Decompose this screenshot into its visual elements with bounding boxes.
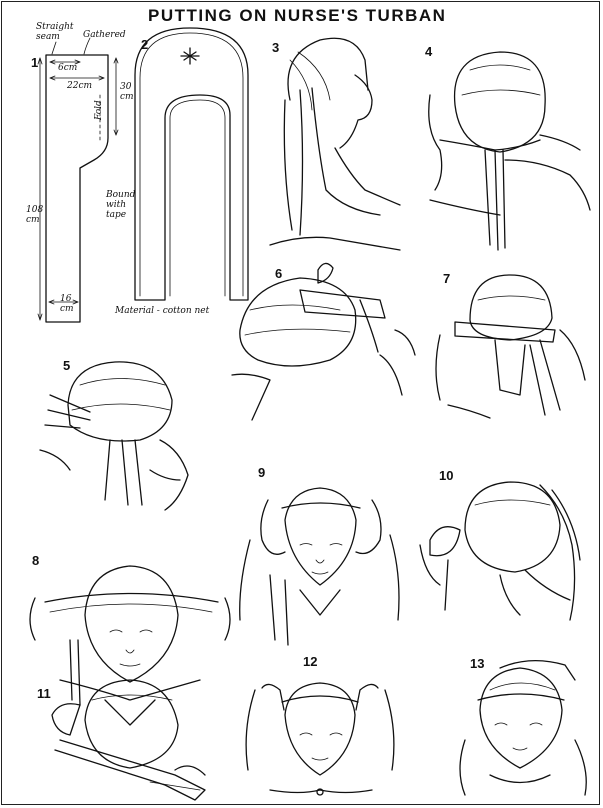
label-gathered: Gathered	[83, 30, 126, 40]
dim-16cm: 16 cm	[60, 294, 78, 314]
step-11-number: 11	[37, 686, 51, 701]
step-3-figure	[270, 38, 400, 250]
label-material: Material - cotton net	[115, 306, 209, 316]
label-fold: Fold	[94, 100, 104, 120]
step-9-number: 9	[258, 465, 265, 480]
step-8-figure	[30, 566, 230, 725]
step-10-number: 10	[439, 468, 453, 483]
step-11-figure	[52, 680, 205, 800]
step-6-figure	[232, 263, 415, 420]
step-12-number: 12	[303, 654, 317, 669]
step-10-figure	[420, 482, 580, 620]
step-5-figure	[40, 362, 188, 510]
step-13-figure	[460, 661, 586, 795]
step-4-figure	[429, 52, 590, 250]
diagram-1-number: 1	[31, 55, 38, 70]
label-bound-with-tape: Bound with tape	[106, 190, 140, 220]
horseshoe-pattern-diagram	[135, 28, 248, 300]
step-3-number: 3	[272, 40, 279, 55]
dim-108cm: 108 cm	[26, 205, 44, 225]
step-9-figure	[240, 488, 399, 645]
label-straight-seam: Straight seam	[36, 22, 76, 42]
step-8-number: 8	[32, 553, 39, 568]
dim-30cm: 30 cm	[120, 82, 140, 102]
dim-6cm: 6cm	[58, 63, 77, 73]
step-5-number: 5	[63, 358, 70, 373]
step-13-number: 13	[470, 656, 484, 671]
step-7-figure	[436, 275, 585, 418]
step-4-number: 4	[425, 44, 432, 59]
dim-22cm: 22cm	[67, 81, 92, 91]
step-6-number: 6	[275, 266, 282, 281]
step-7-number: 7	[443, 271, 450, 286]
step-12-figure	[246, 683, 394, 795]
diagram-2-number: 2	[141, 37, 148, 52]
